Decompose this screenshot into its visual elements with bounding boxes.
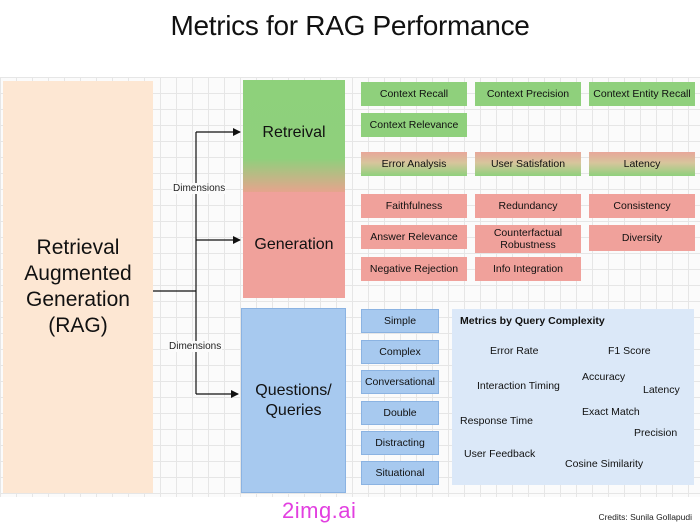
metric-context-precision: Context Precision bbox=[475, 82, 581, 106]
metric-context-entity-recall: Context Entity Recall bbox=[589, 82, 695, 106]
metric-counterfactual-robustness: Counterfactual Robustness bbox=[475, 225, 581, 253]
complexity-metric: Error Rate bbox=[490, 345, 539, 357]
retrieval-label: Retreival bbox=[262, 124, 326, 141]
metric-context-recall: Context Recall bbox=[361, 82, 467, 106]
query-type-situational: Situational bbox=[361, 461, 439, 485]
rag-label: Retrieval Augmented Generation (RAG) bbox=[24, 236, 132, 337]
complexity-metric: Accuracy bbox=[582, 371, 626, 383]
metric-latency: Latency bbox=[589, 152, 695, 176]
complexity-metric: Precision bbox=[634, 427, 678, 439]
generation-box: Generation bbox=[243, 192, 345, 298]
queries-label: Questions/ Queries bbox=[255, 381, 332, 419]
metric-user-satisfaction: User Satisfation bbox=[475, 152, 581, 176]
query-type-complex: Complex bbox=[361, 340, 439, 364]
metric-info-integration: Info Integration bbox=[475, 257, 581, 281]
complexity-metric: Interaction Timing bbox=[477, 380, 560, 392]
diagram-title: Metrics for RAG Performance bbox=[170, 10, 530, 41]
retrieval-box: Retreival bbox=[243, 80, 345, 192]
metric-error-analysis: Error Analysis bbox=[361, 152, 467, 176]
complexity-panel bbox=[452, 309, 694, 485]
complexity-metric: Latency bbox=[643, 384, 680, 396]
query-type-conversational: Conversational bbox=[361, 370, 439, 394]
metric-faithfulness: Faithfulness bbox=[361, 194, 467, 218]
watermark: 2img.ai bbox=[282, 498, 357, 523]
rag-box: Retrieval Augmented Generation (RAG) bbox=[3, 81, 153, 493]
query-type-double: Double bbox=[361, 401, 439, 425]
query-type-simple: Simple bbox=[361, 309, 439, 333]
query-type-distracting: Distracting bbox=[361, 431, 439, 455]
metric-negative-rejection: Negative Rejection bbox=[361, 257, 467, 281]
complexity-metric: F1 Score bbox=[608, 345, 651, 357]
metric-redundancy: Redundancy bbox=[475, 194, 581, 218]
generation-label: Generation bbox=[254, 236, 334, 253]
complexity-metric: Exact Match bbox=[582, 406, 640, 418]
complexity-metric: Response Time bbox=[460, 415, 533, 427]
queries-box: Questions/ Queries bbox=[241, 308, 346, 493]
credits-text: Credits: Sunila Gollapudi bbox=[598, 512, 692, 522]
complexity-panel-title: Metrics by Query Complexity bbox=[460, 315, 605, 327]
dimension-label: Dimensions bbox=[168, 341, 223, 352]
dimension-label: Dimensions bbox=[172, 183, 227, 194]
metric-answer-relevance: Answer Relevance bbox=[361, 225, 467, 249]
complexity-metric: User Feedback bbox=[464, 448, 536, 460]
metric-consistency: Consistency bbox=[589, 194, 695, 218]
complexity-metric: Cosine Similarity bbox=[565, 458, 644, 470]
metric-context-relevance: Context Relevance bbox=[361, 113, 467, 137]
metric-diversity: Diversity bbox=[589, 225, 695, 251]
